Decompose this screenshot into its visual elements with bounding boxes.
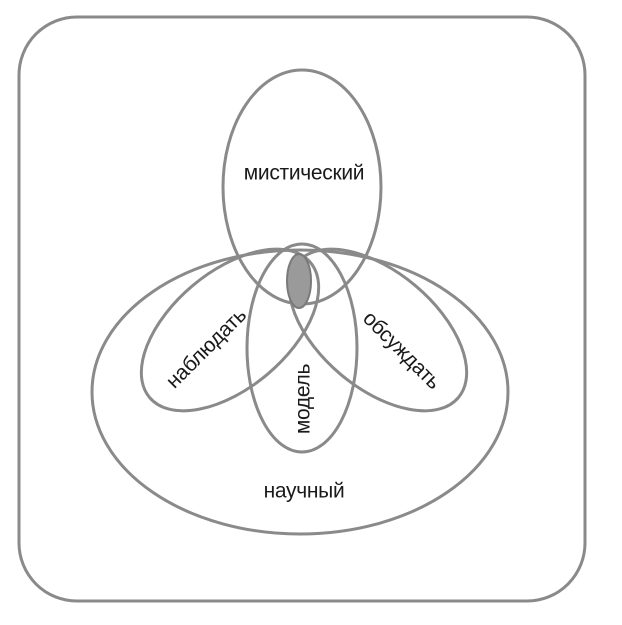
observe-petal — [139, 247, 321, 413]
scientific-ellipse — [90, 248, 510, 536]
model-petal — [245, 242, 359, 454]
outer-frame — [17, 15, 587, 603]
mystical-label: мистический — [244, 162, 365, 185]
model-label: модель — [292, 364, 315, 435]
scientific-label: научный — [264, 480, 345, 503]
core-intersection — [286, 253, 312, 309]
